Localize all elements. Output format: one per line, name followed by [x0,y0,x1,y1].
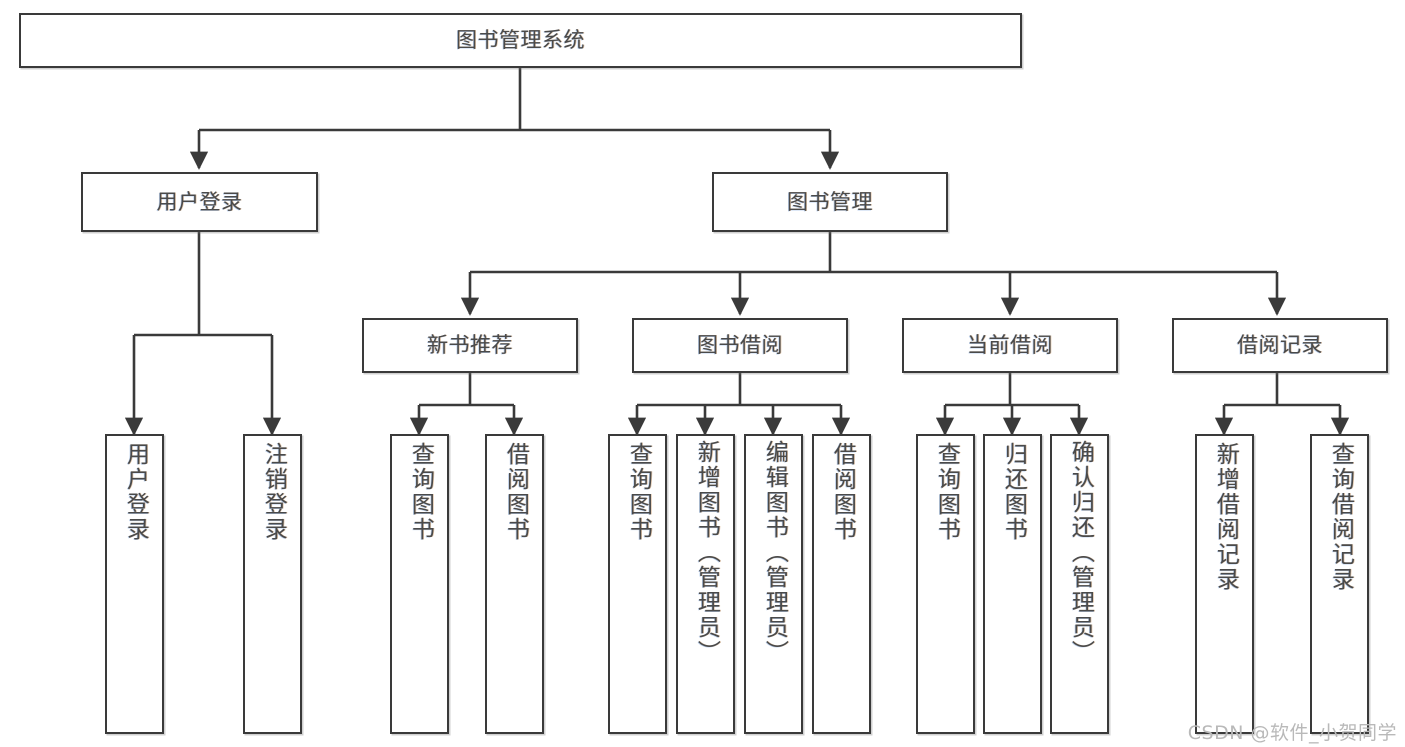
leaf-label: 新增图书（管理员） [693,440,720,665]
node-book-management[interactable]: 图书管理 [712,172,948,232]
leaf-current-borrow-1[interactable]: 归还图书 [983,434,1042,734]
node-current-borrow-label: 当前借阅 [967,333,1053,358]
leaf-book-borrow-1[interactable]: 新增图书（管理员） [676,434,735,734]
leaf-book-borrow-0[interactable]: 查询图书 [608,434,667,734]
node-new-book-recommend[interactable]: 新书推荐 [362,318,578,373]
node-book-borrow-label: 图书借阅 [697,333,783,358]
leaf-new-book-recommend-1[interactable]: 借阅图书 [485,434,544,734]
leaf-borrow-record-1[interactable]: 查询借阅记录 [1310,434,1369,734]
node-root-label: 图书管理系统 [456,28,585,53]
leaf-label: 借阅图书 [502,442,529,542]
leaf-label: 用户登录 [122,442,149,542]
leaf-label: 归还图书 [1000,442,1027,542]
leaf-label: 查询图书 [625,442,652,542]
leaf-label: 新增借阅记录 [1212,442,1239,592]
node-borrow-record-label: 借阅记录 [1237,333,1323,358]
node-book-borrow[interactable]: 图书借阅 [632,318,848,373]
leaf-label: 查询图书 [933,442,960,542]
leaf-label: 查询图书 [407,442,434,542]
leaf-user-login-1[interactable]: 注销登录 [243,434,302,734]
node-new-book-recommend-label: 新书推荐 [427,333,513,358]
leaf-current-borrow-2[interactable]: 确认归还（管理员） [1050,434,1109,734]
node-user-login-label: 用户登录 [156,189,243,214]
node-root[interactable]: 图书管理系统 [19,13,1022,68]
leaf-book-borrow-3[interactable]: 借阅图书 [812,434,871,734]
leaf-label: 确认归还（管理员） [1067,440,1094,665]
leaf-label: 注销登录 [260,442,287,542]
leaf-label: 借阅图书 [829,442,856,542]
leaf-user-login-0[interactable]: 用户登录 [105,434,164,734]
leaf-current-borrow-0[interactable]: 查询图书 [916,434,975,734]
node-borrow-record[interactable]: 借阅记录 [1172,318,1388,373]
leaf-borrow-record-0[interactable]: 新增借阅记录 [1195,434,1254,734]
node-current-borrow[interactable]: 当前借阅 [902,318,1118,373]
leaf-new-book-recommend-0[interactable]: 查询图书 [390,434,449,734]
leaf-label: 编辑图书（管理员） [761,440,788,665]
node-user-login[interactable]: 用户登录 [81,172,318,232]
leaf-label: 查询借阅记录 [1327,442,1354,592]
node-book-management-label: 图书管理 [787,189,873,214]
leaf-book-borrow-2[interactable]: 编辑图书（管理员） [744,434,803,734]
